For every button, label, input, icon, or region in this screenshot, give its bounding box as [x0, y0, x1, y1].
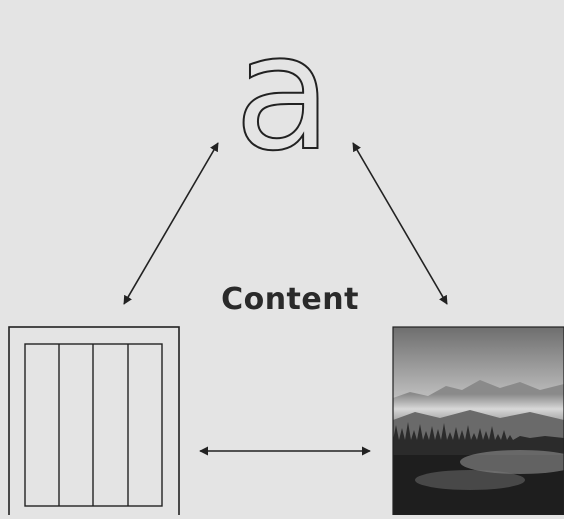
letter-a-glyph: a: [234, 0, 332, 186]
arrow-letter-to-layout: [123, 142, 219, 305]
arrow-letter-to-photo: [352, 142, 448, 305]
letter-a-outline-icon: a: [233, 0, 333, 187]
column-grid-layout-icon: [8, 326, 180, 519]
center-label: Content: [221, 282, 359, 317]
mountain-forest-photo: [393, 327, 564, 515]
